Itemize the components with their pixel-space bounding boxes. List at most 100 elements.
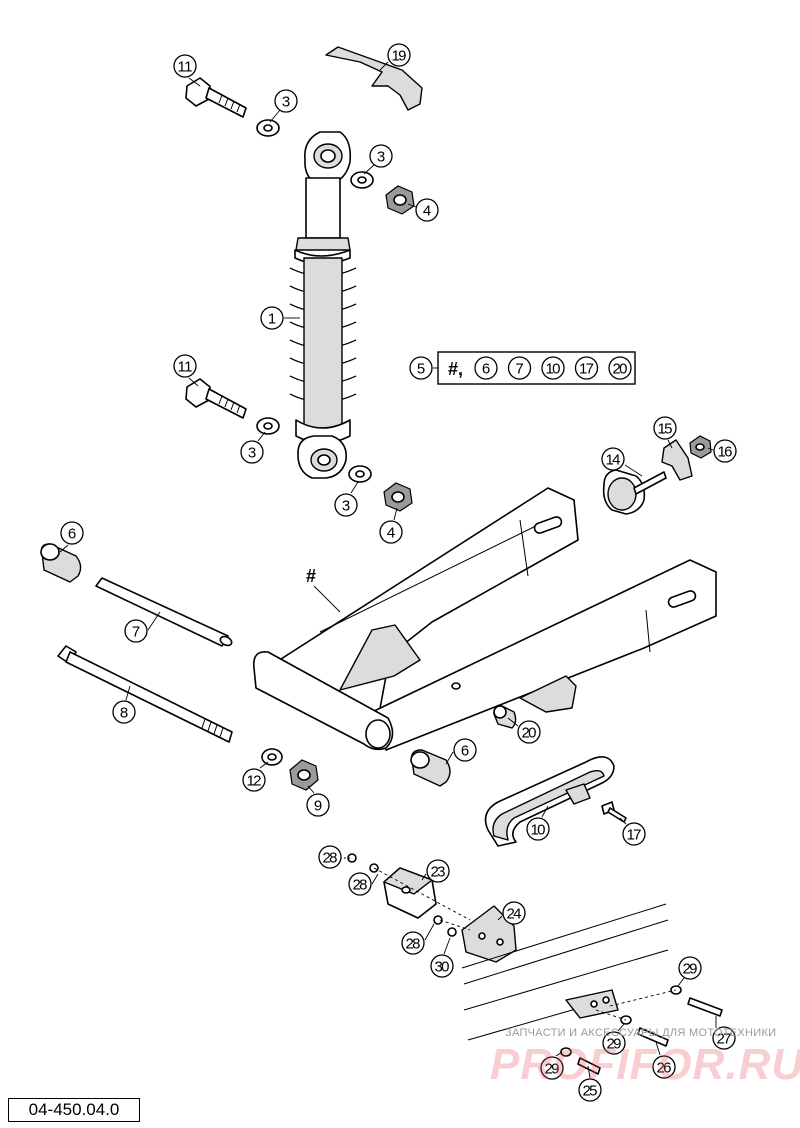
callout-c4a: 4 [415, 198, 439, 222]
callout-c30: 30 [430, 954, 454, 978]
washer-29c [560, 1047, 572, 1057]
washer-30 [447, 927, 457, 937]
svg-text:28: 28 [323, 850, 338, 867]
callout-c28b: 28 [348, 872, 372, 896]
washer-12 [261, 748, 283, 766]
callout-c4b: 4 [379, 520, 403, 544]
bracket-19 [325, 46, 423, 111]
bolt-25 [577, 1057, 601, 1075]
callout-kit-5: 5 [409, 356, 433, 380]
upper-mount-bolt [185, 77, 247, 118]
svg-text:28: 28 [353, 877, 368, 894]
svg-text:1: 1 [268, 311, 276, 328]
svg-text:29: 29 [683, 961, 698, 978]
callout-c28a: 28 [318, 845, 342, 869]
callout-c27: 27 [712, 1026, 736, 1050]
svg-text:20: 20 [522, 725, 537, 742]
svg-text:29: 29 [607, 1036, 622, 1053]
rubber-buffer [602, 469, 667, 515]
kit-hash: #, [448, 359, 463, 379]
bolt-27 [687, 997, 723, 1017]
svg-text:11: 11 [178, 359, 193, 376]
callout-c11b: 11 [173, 354, 197, 378]
svg-text:11: 11 [178, 59, 193, 76]
callout-c29b: 29 [602, 1031, 626, 1055]
svg-text:25: 25 [583, 1083, 598, 1100]
bushing-left [40, 543, 82, 583]
svg-text:16: 16 [718, 444, 733, 461]
svg-text:3: 3 [377, 149, 385, 166]
bracket-15 [661, 439, 693, 481]
svg-text:8: 8 [120, 705, 128, 722]
callout-c8: 8 [112, 700, 136, 724]
callout-c10: 10 [526, 817, 550, 841]
svg-text:6: 6 [482, 361, 490, 378]
washer-lower-right [348, 465, 372, 483]
washer-upper-right [350, 171, 374, 189]
screw-17 [601, 801, 627, 823]
swingarm [252, 487, 717, 751]
callout-c19: 19 [387, 43, 411, 67]
kit-item-10: 10 [541, 356, 565, 380]
svg-text:29: 29 [545, 1061, 560, 1078]
kit-item-6: 6 [474, 356, 498, 380]
svg-text:26: 26 [657, 1060, 672, 1077]
svg-text:9: 9 [314, 798, 322, 815]
svg-text:4: 4 [387, 525, 395, 542]
svg-text:17: 17 [579, 361, 594, 378]
callout-c7: 7 [124, 619, 148, 643]
bushing-right [410, 749, 451, 787]
callout-c24: 24 [502, 901, 526, 925]
washer-lower-left [256, 417, 280, 435]
bushing-20 [493, 705, 517, 729]
svg-text:14: 14 [606, 452, 621, 469]
callout-c26: 26 [652, 1055, 676, 1079]
callout-c3b: 3 [369, 144, 393, 168]
callout-c3d: 3 [334, 493, 358, 517]
nut-lower [383, 482, 413, 512]
callout-c9: 9 [306, 793, 330, 817]
callout-c17: 17 [622, 822, 646, 846]
watermark-subtitle: ЗАПЧАСТИ И АКСЕССУАРЫ ДЛЯ МОТОТЕХНИКИ [505, 1027, 777, 1039]
frame-section [461, 903, 669, 1041]
callout-c6a: 6 [60, 521, 84, 545]
kit-box [437, 351, 636, 385]
svg-text:5: 5 [417, 361, 425, 378]
svg-text:24: 24 [507, 906, 522, 923]
nut-9 [289, 759, 319, 791]
kit-item-17: 17 [574, 356, 599, 380]
svg-text:10: 10 [531, 822, 546, 839]
callout-c15: 15 [653, 416, 677, 440]
svg-text:28: 28 [406, 936, 421, 953]
callout-c6b: 6 [453, 738, 477, 762]
callout-c12: 12 [242, 768, 266, 792]
lower-mount-bolt [185, 378, 247, 419]
swingarm-marker: # [306, 566, 316, 586]
svg-text:6: 6 [461, 743, 469, 760]
shock-absorber [289, 131, 357, 479]
nut-upper [385, 185, 415, 215]
svg-text:12: 12 [247, 773, 262, 790]
nut-16 [689, 435, 712, 459]
svg-text:10: 10 [546, 361, 561, 378]
svg-text:6: 6 [68, 526, 76, 543]
chain-slider [484, 756, 615, 847]
svg-text:3: 3 [342, 498, 350, 515]
svg-text:23: 23 [431, 864, 446, 881]
washer-upper-left [256, 119, 280, 137]
kit-item-7: 7 [507, 356, 532, 380]
svg-text:15: 15 [658, 421, 673, 438]
callout-c16: 16 [713, 439, 737, 463]
callout-c29c: 29 [540, 1056, 564, 1080]
kit-item-20: 20 [608, 356, 632, 380]
plate-24 [461, 905, 517, 963]
callout-c25: 25 [578, 1078, 602, 1102]
callout-c3a: 3 [274, 89, 298, 113]
diagram-code: 04-450.04.0 [8, 1098, 140, 1122]
svg-text:27: 27 [717, 1031, 732, 1048]
leader-lines [59, 61, 717, 1079]
callout-c29a: 29 [678, 956, 702, 980]
